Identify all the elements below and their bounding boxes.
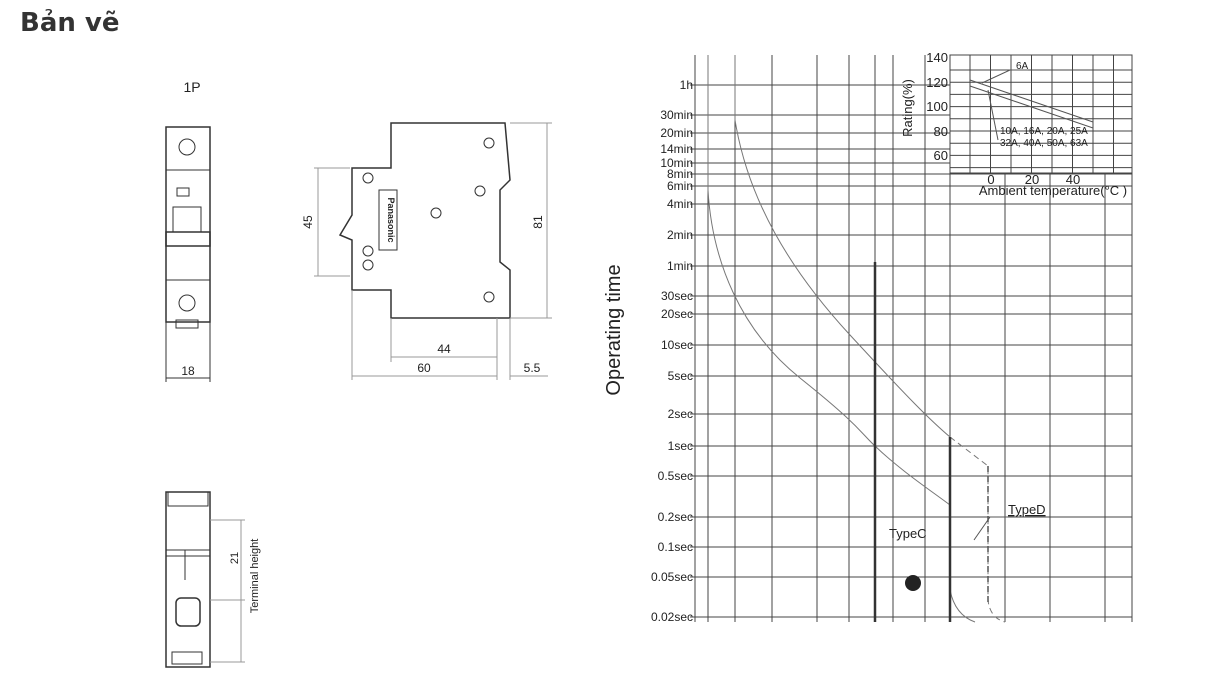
derating-y-tick: 60	[934, 148, 948, 163]
terminal-height-label: Terminal height	[249, 539, 261, 614]
dim-21: 21	[229, 552, 241, 564]
derating-x-tick: 0	[987, 172, 994, 187]
brand-mark: Panasonic	[386, 197, 396, 242]
width-dim: 18	[181, 364, 195, 378]
y-tick-label: 20min	[660, 126, 693, 140]
derating-y-tick: 120	[926, 75, 948, 90]
page-title: Bản vẽ	[20, 8, 120, 38]
y-tick-label: 0.05sec	[651, 570, 693, 584]
dim-45: 45	[301, 215, 315, 229]
y-tick-label: 30min	[660, 108, 693, 122]
y-tick-label: 0.5sec	[658, 469, 693, 483]
y-axis-label: Operating time	[603, 264, 625, 395]
y-tick-label: 20sec	[661, 307, 693, 321]
y-tick-label: 5sec	[668, 369, 693, 383]
y-tick-label: 10sec	[661, 338, 693, 352]
derating-x-tick: 20	[1025, 172, 1039, 187]
front-view: 1P 18	[165, 79, 211, 382]
y-tick-label: 1sec	[668, 439, 693, 453]
side-view: Panasonic 45 81 44 60 5.5	[301, 122, 552, 380]
y-tick-label: 2min	[667, 228, 693, 242]
y-tick-label: 6min	[667, 179, 693, 193]
y-tick-label: 8min	[667, 167, 693, 181]
derating-y-tick: 100	[926, 99, 948, 114]
label-6a: 6A	[1016, 61, 1029, 72]
dim-60: 60	[417, 361, 431, 375]
y-tick-label: 14min	[660, 142, 693, 156]
dim-5-5: 5.5	[524, 361, 541, 375]
y-tick-label: 4min	[667, 197, 693, 211]
type-c-tail	[874, 445, 951, 506]
type-d-curve	[949, 436, 1006, 623]
derating-y-tick: 140	[926, 50, 948, 65]
derating-x-label: Ambient temperature(°C )	[979, 183, 1127, 198]
type-c-curve-max	[734, 55, 951, 622]
pole-label: 1P	[183, 79, 200, 95]
bottom-view: 21 Terminal height	[165, 491, 261, 668]
label-amps-2: 32A, 40A, 50A, 63A	[1000, 138, 1088, 149]
y-tick-label: 1min	[667, 259, 693, 273]
derating-x-tick: 40	[1066, 172, 1080, 187]
y-tick-label: 1h	[680, 78, 693, 92]
y-tick-label: 0.2sec	[658, 510, 693, 524]
derating-chart: 6A 10A, 16A, 20A, 25A 32A, 40A, 50A, 63A…	[900, 50, 1133, 198]
type-c-curve-min	[707, 55, 876, 622]
derating-y-label: Rating(%)	[900, 79, 915, 137]
label-amps-1: 10A, 16A, 20A, 25A	[1000, 126, 1088, 137]
marker-dot	[905, 575, 921, 591]
y-tick-label: 30sec	[661, 289, 693, 303]
dim-44: 44	[437, 342, 451, 356]
y-tick-label: 0.02sec	[651, 610, 693, 624]
derating-y-tick: 80	[934, 124, 948, 139]
type-d-label: TypeD	[1008, 502, 1046, 517]
type-c-label: TypeC	[889, 526, 927, 541]
y-tick-label: 2sec	[668, 407, 693, 421]
y-tick-label: 0.1sec	[658, 540, 693, 554]
y-tick-label: 10min	[660, 156, 693, 170]
dim-81: 81	[531, 215, 545, 229]
